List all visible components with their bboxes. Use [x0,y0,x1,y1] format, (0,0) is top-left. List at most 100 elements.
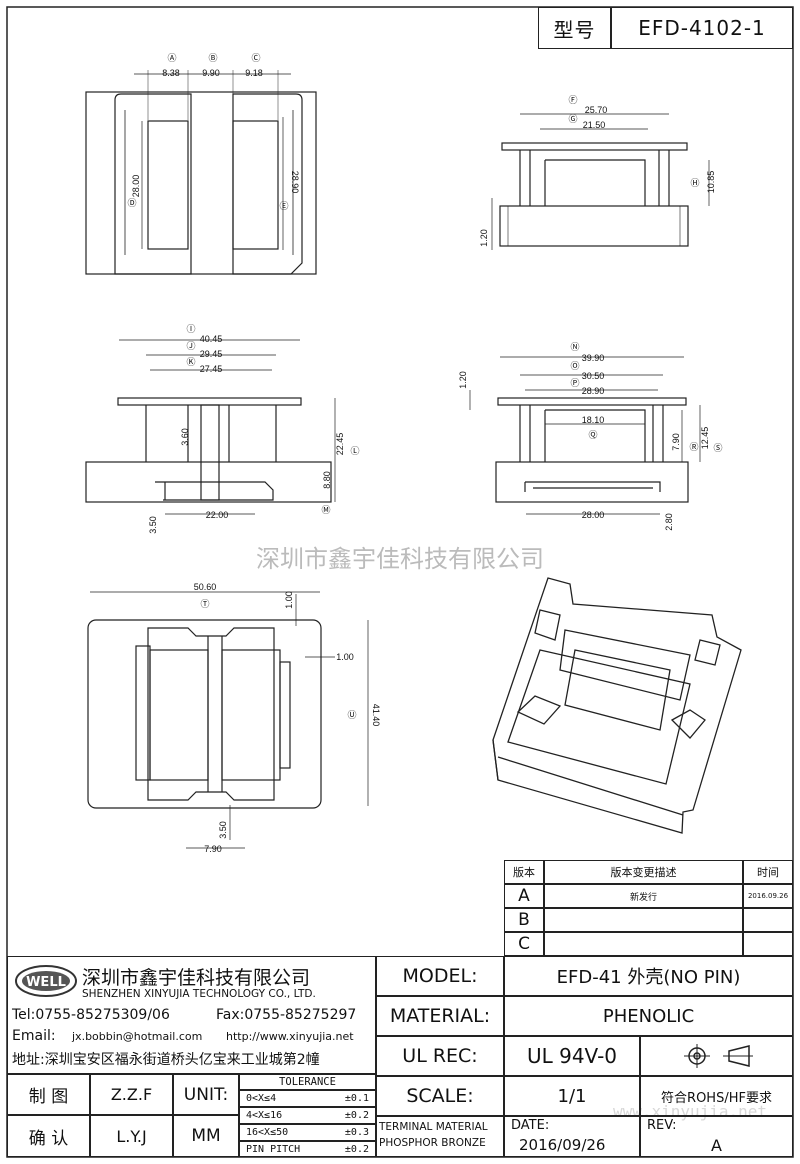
dim-circle-b: Ⓑ [208,53,217,63]
dim-circle-l: Ⓛ [350,446,359,456]
dim-circle-j: Ⓙ [186,341,195,351]
dim-j: 29.45 [200,349,223,359]
rev-version-c: C [518,934,530,954]
company-website-link[interactable]: http://www.xinyujia.net [226,1030,354,1043]
rev-desc-a: 新发行 [629,892,657,903]
rev-header-version: 版本 [504,860,544,884]
model-label-cell: MODEL: [376,956,504,996]
dim-m2: 8.80 [322,471,332,489]
terminal-material-value: PHOSPHOR BRONZE [379,1137,486,1149]
dim-t: 50.60 [194,582,217,592]
type-label: 型号 [553,17,596,42]
drawn-label-cell: 制 图 [7,1074,90,1115]
watermark-text: 深圳市鑫宇佳科技有限公司 [256,545,544,573]
scale-value: 1/1 [557,1085,587,1107]
part-number: EFD-4102-1 [638,16,766,40]
dim-h: 10.85 [706,171,716,194]
isometric-view [492,577,742,834]
company-logo: WELL [15,965,77,997]
rev-label: REV: [647,1118,677,1133]
rev-row-desc [544,932,743,956]
company-block: WELL 深圳市鑫宇佳科技有限公司 SHENZHEN XINYUJIA TECH… [7,956,376,1074]
dim-circle-d: Ⓓ [127,198,136,208]
dim-t1: 1.00 [284,591,294,609]
dim-b: 9.90 [202,68,220,78]
dim-circle-u: Ⓤ [347,710,356,720]
company-address: 地址:深圳宝安区福永街道桥头亿宝来工业城第2幢 [12,1052,320,1068]
tolerance-row: 16<X≤50 ±0.3 [239,1124,376,1141]
logo-text: WELL [26,975,66,990]
dim-circle-f: Ⓕ [568,95,577,105]
dim-circle-h: Ⓗ [690,178,699,188]
dim-v2: 7.90 [204,844,222,854]
tolerance-value: ±0.1 [344,1093,369,1104]
date-label: DATE: [511,1118,550,1133]
check-value: L.Y.J [116,1126,147,1146]
check-label: 确 认 [28,1128,69,1149]
dim-circle-k: Ⓚ [186,357,195,367]
company-email-label: Email: [12,1028,56,1044]
company-email[interactable]: jx.bobbin@hotmail.com [72,1030,203,1043]
side-view [491,113,710,250]
tolerance-range: PIN PITCH [246,1143,301,1155]
dim-circle-a: Ⓐ [167,53,176,63]
dim-u: 41.40 [371,704,381,727]
dim-circle-n: Ⓝ [570,342,579,352]
rohs-cell: 符合ROHS/HF要求 [640,1076,793,1116]
date-cell: DATE: 2016/09/26 [504,1116,640,1157]
rev-row-desc: 新发行 [544,884,743,908]
dim-c: 9.18 [245,68,263,78]
rev-header-date: 时间 [743,860,793,884]
scale-value-cell: 1/1 [504,1076,640,1116]
scale-label: SCALE: [406,1085,474,1107]
model-label: MODEL: [402,965,478,987]
check-value-cell: L.Y.J [90,1115,173,1157]
dim-v1: 3.50 [218,821,228,839]
projection-symbol-cell [640,1036,793,1076]
rev-header-desc-text: 版本变更描述 [610,866,677,879]
dim-top: 1.20 [458,371,468,389]
dim-q: 18.10 [582,415,605,425]
rohs-text: 符合ROHS/HF要求 [661,1090,772,1106]
dim-h2: 1.20 [479,229,489,247]
tolerance-value: ±0.3 [344,1127,369,1138]
rev-row-date [743,908,793,932]
check-label-cell: 确 认 [7,1115,90,1157]
terminal-material-cell: TERMINAL MATERIAL PHOSPHOR BRONZE [376,1116,504,1157]
rev-cell: REV: A [640,1116,793,1157]
dim-circle-p: Ⓟ [570,378,579,388]
unit-label-cell: UNIT: [173,1074,239,1115]
dim-circle-q: Ⓠ [588,430,597,440]
rev-row-version: B [504,908,544,932]
dim-s: 12.45 [700,427,710,450]
dim-circle-c: Ⓒ [251,53,260,63]
terminal-material-label: TERMINAL MATERIAL [379,1121,488,1133]
rev-row-date [743,932,793,956]
unit-value-cell: MM [173,1115,239,1157]
unit-label: UNIT: [183,1084,229,1105]
dim-l: 22.45 [335,433,345,456]
dim-k: 27.45 [200,364,223,374]
dim-r: 7.90 [671,433,681,451]
company-name-en: SHENZHEN XINYUJIA TECHNOLOGY CO., LTD. [82,988,316,1000]
rev-row-desc [544,908,743,932]
dim-o: 30.50 [582,371,605,381]
tolerance-row: PIN PITCH ±0.2 [239,1141,376,1157]
drawn-value-cell: Z.Z.F [90,1074,173,1115]
material-value: PHENOLIC [602,1005,695,1027]
company-name-cn: 深圳市鑫宇佳科技有限公司 [82,967,311,989]
tolerance-range: 16<X≤50 [246,1127,289,1138]
dim-g: 21.50 [583,120,606,130]
tolerance-row: 4<X≤16±0.2 [239,1107,376,1124]
top-view [85,70,317,275]
tolerance-title-cell: TOLERANCE [239,1074,376,1090]
dim-b2: 2.80 [664,513,674,531]
rev-header-desc: 版本变更描述 [544,860,743,884]
material-label-cell: MATERIAL: [376,996,504,1036]
rev-row-date: 2016.09.26 [743,884,793,908]
tolerance-range: 4<X≤16 [246,1110,283,1121]
rev-value: A [711,1136,722,1155]
tolerance-value: ±0.2 [344,1143,369,1155]
dim-bot1: 3.50 [148,516,158,534]
dim-f: 25.70 [585,105,608,115]
